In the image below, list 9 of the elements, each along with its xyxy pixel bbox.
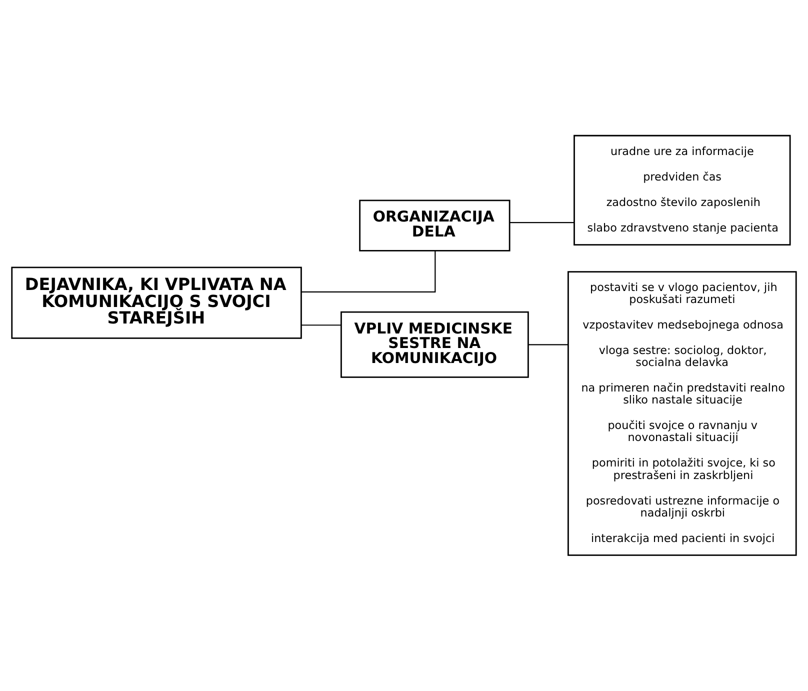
connector xyxy=(510,222,574,224)
connector xyxy=(528,344,568,346)
node-box: uradne ure za informacije predviden čas zadostno število zaposlenih slabo zdravstveno stanje pacienta xyxy=(574,134,791,246)
node-box: postaviti se v vlogo pacientov, jih poskušati razumeti vzpostavitev medsebojnega odnosa vloga sestre: sociolog, doktor, socialna delavka na primeren način predstaviti realno sliko nastale situacije poučiti svojce o ravnanju v novonastali situaciji pomiriti in potolažiti svojce, ki so prestrašeni in zaskrbljeni posredovati ustrezne informacije o nadaljnji oskrbi interakcija med pacienti in svojci xyxy=(568,271,797,556)
node-box: VPLIV MEDICINSKE SESTRE NA KOMUNIKACIJO xyxy=(340,311,529,378)
connector xyxy=(301,324,341,326)
connector xyxy=(302,251,436,292)
node-box: DEJAVNIKA, KI VPLIVATA NA KOMUNIKACIJO S SVOJCI STAREJŠIH xyxy=(11,266,302,339)
node-box: ORGANIZACIJA DELA xyxy=(359,200,510,252)
